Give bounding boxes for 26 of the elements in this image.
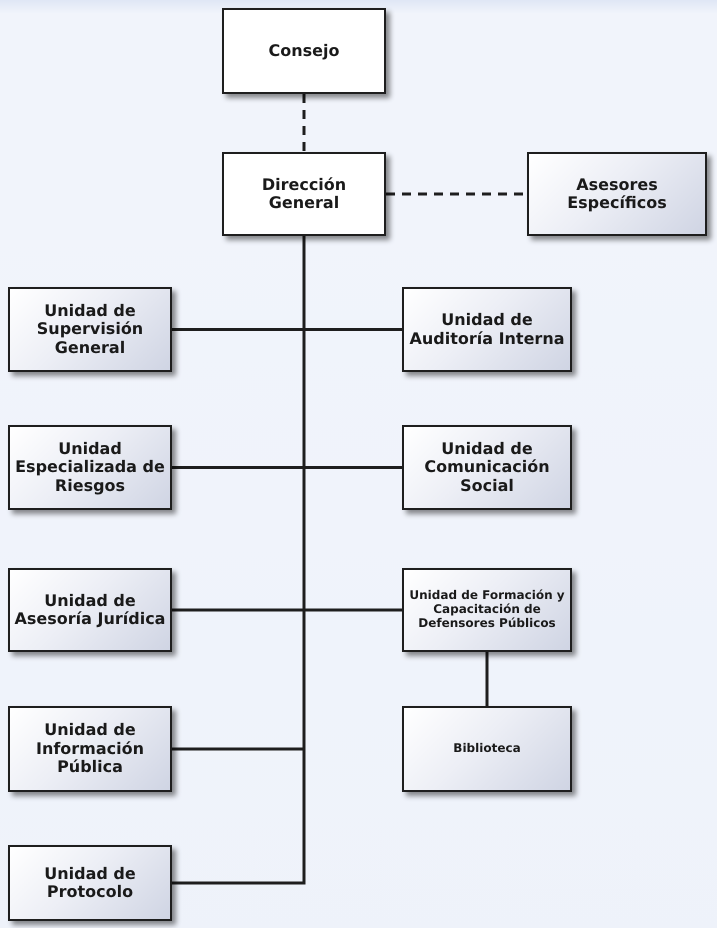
org-unit-box [527, 152, 707, 236]
org-unit-box [8, 287, 172, 372]
unit-name: Asesores Específicos [566, 176, 668, 212]
connector-line [302, 94, 306, 152]
org-unit-box [8, 706, 172, 792]
unit-name: Unidad de Formación y Capacitación de Defensores Públicos [408, 589, 566, 631]
unit-name: Unidad de Información Pública [34, 721, 145, 777]
org-unit-box [402, 568, 572, 652]
org-unit-box [222, 8, 386, 94]
org-unit-box [402, 425, 572, 510]
connector-line [486, 652, 488, 706]
unit-name: Unidad de Asesoría Jurídica [14, 592, 166, 628]
org-unit-box [402, 287, 572, 372]
unit-name: Unidad Especializada de Riesgos [14, 440, 166, 496]
org-unit-box [402, 706, 572, 792]
unit-name: Consejo [268, 42, 340, 60]
org-unit-box [222, 152, 386, 236]
unit-name: Biblioteca [453, 742, 521, 756]
unit-name: Unidad de Auditoría Interna [408, 311, 566, 348]
unit-name: Unidad de Protocolo [43, 864, 137, 902]
unit-name: Dirección General [260, 176, 348, 212]
unit-name: Unidad de Comunicación Social [423, 440, 551, 496]
org-unit-box [8, 568, 172, 652]
unit-name: Unidad de Supervisión General [36, 302, 144, 358]
org-unit-box [8, 845, 172, 921]
org-unit-box [8, 425, 172, 510]
